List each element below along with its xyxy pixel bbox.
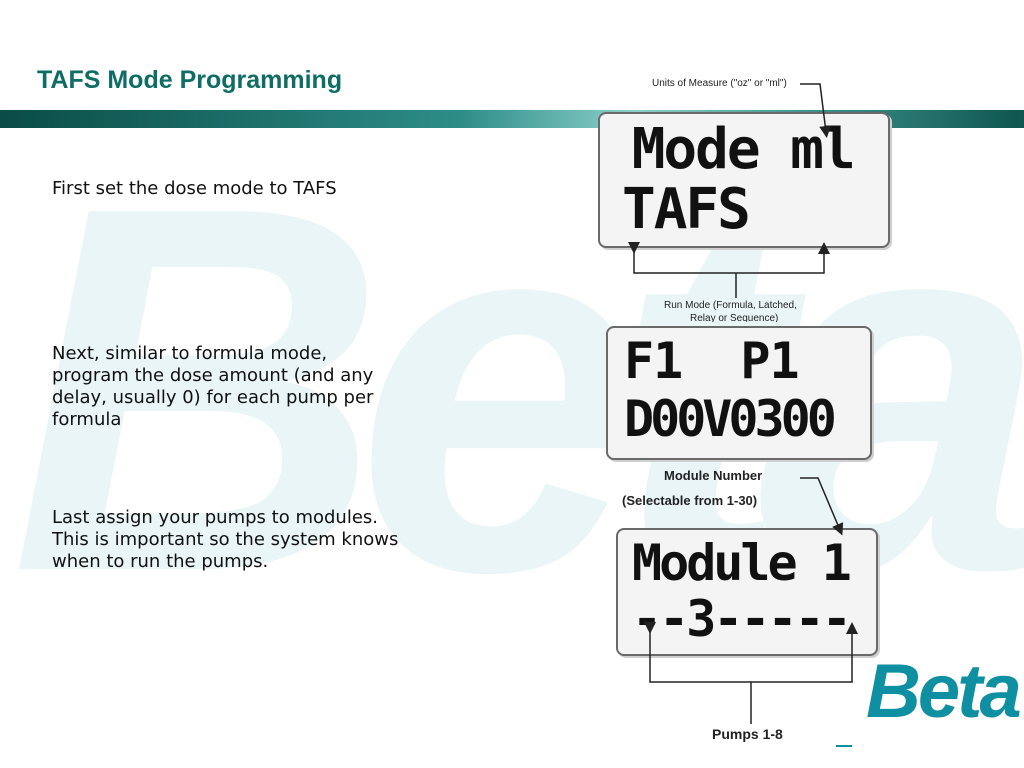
run-mode-bracket [628, 242, 830, 274]
beta-logo: Beta [866, 649, 1022, 734]
module-lcd-display: Module 1 --3----- [616, 528, 878, 656]
pumps-bracket [644, 622, 858, 683]
units-of-measure-label: Units of Measure ("oz" or "ml") [652, 78, 787, 89]
run-mode-label-continued: Relay or Sequence) [690, 313, 779, 322]
module-number-label: Module Number [664, 468, 763, 483]
formula-lcd-line-1: F1 P1 [624, 332, 800, 390]
formula-lcd-display: F1 P1 D00V0300 [606, 326, 872, 460]
step-1-text: First set the dose mode to TAFS [52, 178, 337, 199]
step-2-text: Next, similar to formula mode, program t… [52, 343, 374, 430]
units-arrow [800, 83, 832, 138]
run-mode-label: Run Mode (Formula, Latched, [664, 300, 797, 311]
step-3-text: Last assign your pumps to modules. This … [52, 507, 399, 572]
pumps-label: Pumps 1-8 [712, 726, 783, 742]
module-lcd-line-1: Module 1 [632, 534, 852, 592]
formula-lcd-line-2: D00V0300 [624, 390, 837, 448]
mode-lcd-line-2: TAFS [622, 177, 751, 242]
module-number-arrow [800, 477, 844, 536]
slide-title: TAFS Mode Programming [37, 66, 343, 94]
mode-lcd-display: Mode ml TAFS [598, 112, 890, 248]
logo-underline [836, 745, 852, 747]
module-lcd-line-2: --3----- [632, 590, 852, 648]
module-range-label: (Selectable from 1-30) [622, 493, 758, 508]
